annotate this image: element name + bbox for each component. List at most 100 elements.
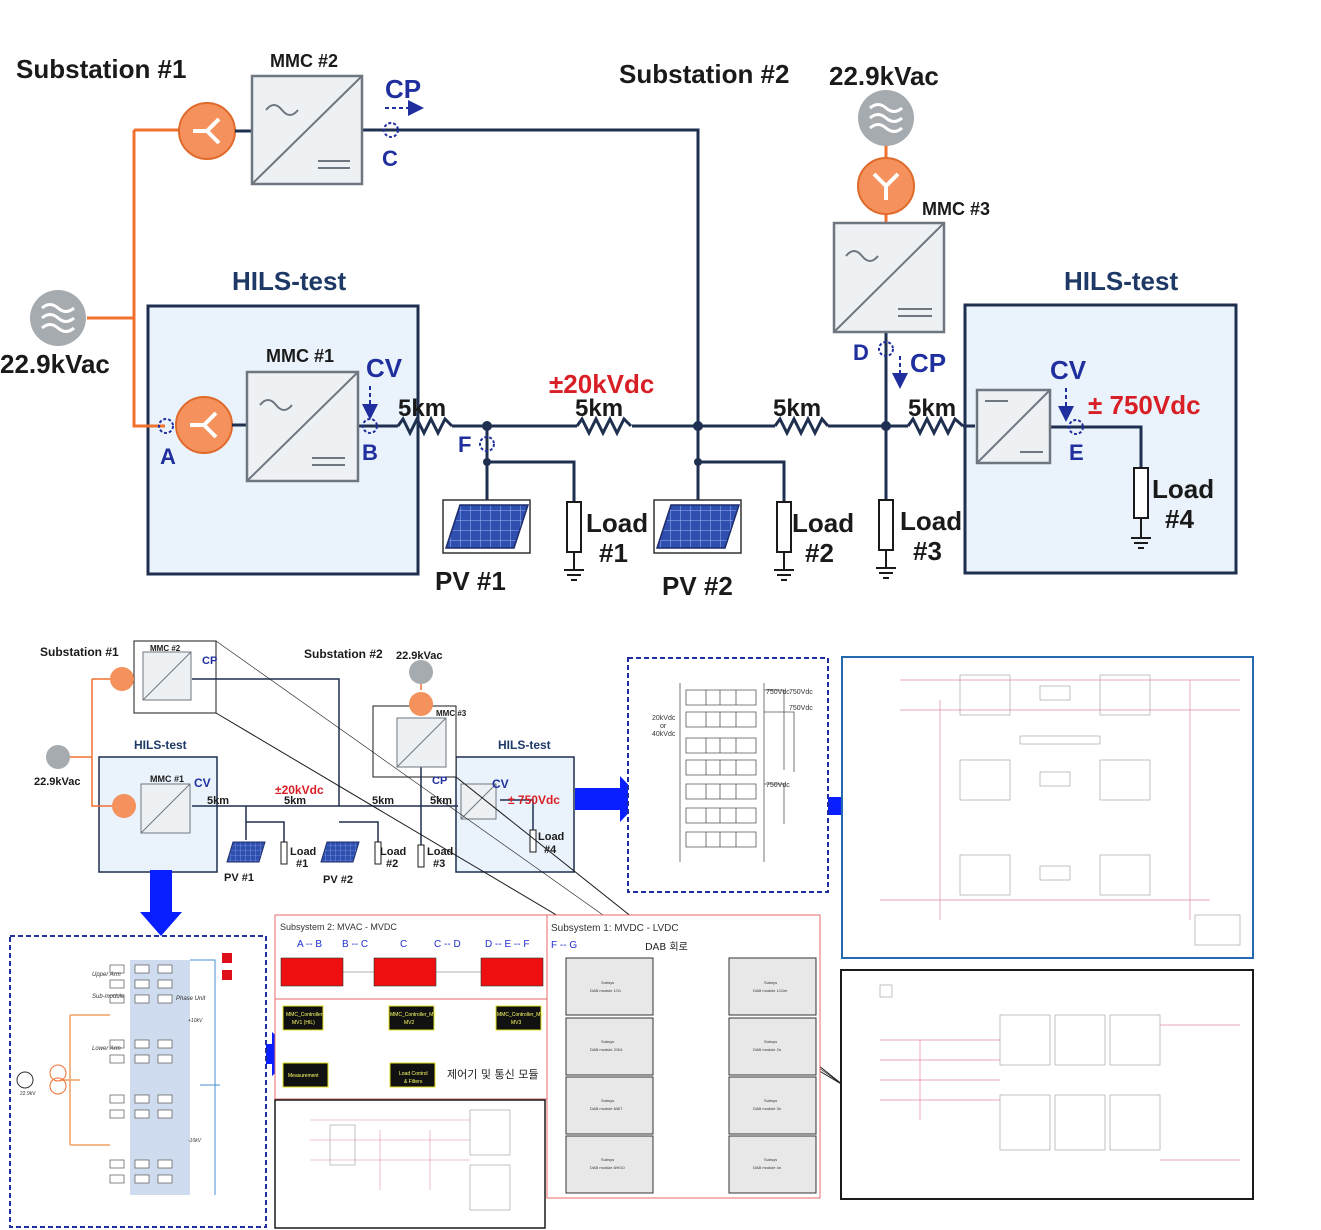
- label-point-d: D: [853, 340, 869, 365]
- converter-dcdc: [975, 388, 1052, 465]
- dab-block-l1-a: Subsys: [601, 980, 614, 985]
- small-label-source-left: 22.9kVac: [34, 776, 81, 788]
- label-load3: Load: [900, 506, 962, 536]
- small-label-pv1: PV #1: [224, 872, 254, 884]
- load-icon: [564, 501, 584, 581]
- resistor-line3: [773, 415, 830, 437]
- small-label-line3: 5km: [372, 795, 394, 807]
- dab-v3: 750Vdc: [789, 705, 813, 712]
- pv-panel-icon: [653, 499, 742, 554]
- label-line2: 5km: [575, 395, 623, 422]
- ac-source-left: [30, 290, 86, 346]
- small-label-line1: 5km: [207, 795, 229, 807]
- subsystem2-title: Subsystem 2: MVAC - MVDC: [280, 922, 397, 932]
- load-ctrl-label: Load Control: [399, 1071, 428, 1077]
- small-label-pv2: PV #2: [323, 874, 353, 886]
- small-label-source-right: 22.9kVac: [396, 650, 443, 662]
- dab-converter-panel: 750Vdc 750Vdc 750Vdc 750Vdc 20kVdc or 40…: [627, 657, 829, 893]
- transformer-icon: [175, 396, 247, 454]
- transformer-icon: [857, 157, 915, 215]
- small-label-mmc3: MMC #3: [436, 709, 467, 718]
- mmc-upper-arm: Upper Arm: [92, 972, 121, 978]
- dab-v4: 750Vdc: [766, 782, 790, 789]
- mmc-detail-panel: Upper Arm Sub-module Lower Arm Phase Uni…: [9, 935, 267, 1228]
- dab-hv-c: 40kVdc: [652, 731, 676, 738]
- label-dc-voltage: ±20kVdc: [549, 369, 654, 399]
- subsystem2-col-1: B -- C: [342, 939, 368, 950]
- subsystem1-title: Subsystem 1: MVDC - LVDC: [551, 923, 679, 934]
- transformer-icon: [178, 102, 252, 160]
- small-label-hils-left: HILS-test: [134, 738, 187, 752]
- label-load4-num: #4: [1165, 504, 1194, 534]
- converter-mmc3: [832, 221, 946, 334]
- small-label-load2-num: #2: [386, 858, 398, 870]
- converter-mmc1: [245, 370, 360, 483]
- small-label-load3-num: #3: [433, 858, 445, 870]
- label-hils-right: HILS-test: [1064, 266, 1178, 296]
- dab-block-l4-a: Subsys: [601, 1157, 614, 1162]
- label-pv1: PV #1: [435, 566, 506, 596]
- dab-block-r2-a: Subsys: [764, 1039, 777, 1044]
- ctrl2-sub: MV2: [404, 1020, 415, 1026]
- small-label-load4: Load: [538, 831, 564, 843]
- label-mmc3: MMC #3: [922, 199, 990, 219]
- label-load2-num: #2: [805, 538, 834, 568]
- dab-block-r2-b: DAB module 2n: [753, 1047, 781, 1052]
- load-icon: [1131, 467, 1151, 549]
- small-diagram: Substation #1 Substation #2 MMC #2 MMC #…: [34, 640, 575, 886]
- resistor-line1: [396, 415, 454, 437]
- label-load3-num: #3: [913, 536, 942, 566]
- mmc-src: 22.9kV: [20, 1091, 36, 1097]
- subsystem1-col: F -- G: [551, 940, 577, 951]
- small-label-line2: 5km: [284, 795, 306, 807]
- mmc-sub-module: Sub-module: [92, 994, 125, 1000]
- small-label-load1-num: #1: [296, 858, 308, 870]
- label-load2: Load: [792, 508, 854, 538]
- dab-hv-a: 20kVdc: [652, 715, 676, 722]
- small-label-cp1: CP: [202, 655, 217, 667]
- dab-block-l1-b: DAB module 1/11: [590, 988, 622, 993]
- small-label-load4-num: #4: [544, 844, 557, 856]
- label-point-c: C: [382, 146, 398, 171]
- label-cv2: CV: [1050, 355, 1087, 385]
- arrow-right-icon: [575, 776, 642, 822]
- dab-block-r1-b: DAB module 1/11m: [753, 988, 788, 993]
- dab-blocks-left: Subsys DAB module 1/11 Subsys DAB module…: [565, 957, 654, 1194]
- label-line4: 5km: [908, 395, 956, 422]
- subsystem1-panel: Subsystem 1: MVDC - LVDC F -- G DAB 회로 S…: [546, 914, 821, 1199]
- pv-panel-icon: [442, 499, 531, 554]
- small-label-lv-voltage: ± 750Vdc: [508, 793, 560, 807]
- small-label-substation2: Substation #2: [304, 647, 383, 661]
- label-mmc2: MMC #2: [270, 51, 338, 71]
- dab-v1: 750Vdc: [766, 689, 790, 696]
- mmc-v-pos: +10kV: [188, 1018, 203, 1024]
- ctrl3-label: MMC_Controller_MV: [497, 1012, 544, 1018]
- small-label-cp2: CP: [432, 775, 447, 787]
- small-label-cv2: CV: [492, 777, 509, 791]
- dab-blocks-right: Subsys DAB module 1/11m Subsys DAB modul…: [728, 957, 817, 1194]
- dab-block-l2-b: DAB module 2/3/4: [590, 1047, 623, 1052]
- resistor-line4: [906, 415, 964, 437]
- label-line3: 5km: [773, 395, 821, 422]
- dab-block-l2-a: Subsys: [601, 1039, 614, 1044]
- measurement-label: Measurement: [288, 1073, 319, 1079]
- small-label-hils-right: HILS-test: [498, 738, 551, 752]
- dab-block-r3-a: Subsys: [764, 1098, 777, 1103]
- label-source-left: 22.9kVac: [0, 349, 110, 379]
- small-label-dc-voltage: ±20kVdc: [275, 783, 324, 797]
- label-point-a: A: [160, 444, 176, 469]
- label-lv-voltage: ± 750Vdc: [1088, 390, 1201, 420]
- label-mmc1: MMC #1: [266, 346, 334, 366]
- dab-v2: 750Vdc: [789, 689, 813, 696]
- label-load1: Load: [586, 508, 648, 538]
- schematic-thumbnail-dab: [841, 656, 1254, 959]
- ac-source-right: [858, 90, 914, 146]
- load-icon: [876, 499, 896, 579]
- small-label-line4: 5km: [430, 795, 452, 807]
- main-diagram: Substation #1 Substation #2 MMC #2 MMC #…: [0, 51, 1238, 601]
- subsystem2-col-0: A -- B: [297, 939, 322, 950]
- subsystem2-panel: Subsystem 2: MVAC - MVDC A -- B B -- C C…: [274, 914, 548, 1229]
- label-pv2: PV #2: [662, 571, 733, 601]
- label-load4: Load: [1152, 474, 1214, 504]
